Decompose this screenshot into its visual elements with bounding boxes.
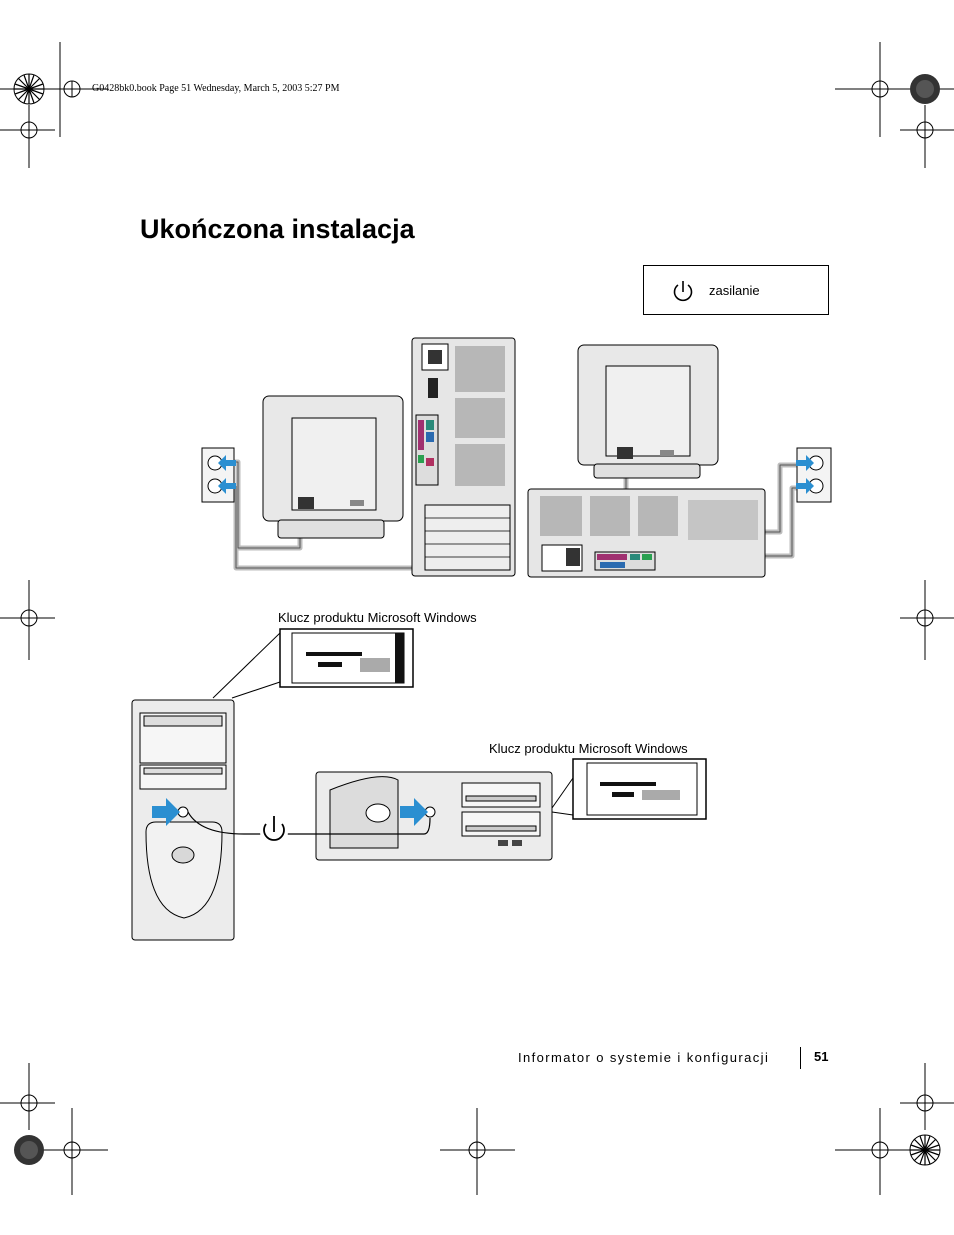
legend-box: zasilanie <box>643 265 829 315</box>
footer-divider <box>800 1047 801 1069</box>
desktop-key-callout: Klucz produktu Microsoft Windows <box>489 741 688 756</box>
page-title: Ukończona instalacja <box>140 214 415 244</box>
page-number: 51 <box>814 1049 829 1064</box>
footer-text: Informator o systemie i konfiguracji <box>518 1050 770 1065</box>
print-header: G0428bk0.book Page 51 Wednesday, March 5… <box>92 83 340 94</box>
power-icon <box>673 281 693 302</box>
legend-label: zasilanie <box>709 283 760 298</box>
tower-key-callout: Klucz produktu Microsoft Windows <box>278 610 477 625</box>
